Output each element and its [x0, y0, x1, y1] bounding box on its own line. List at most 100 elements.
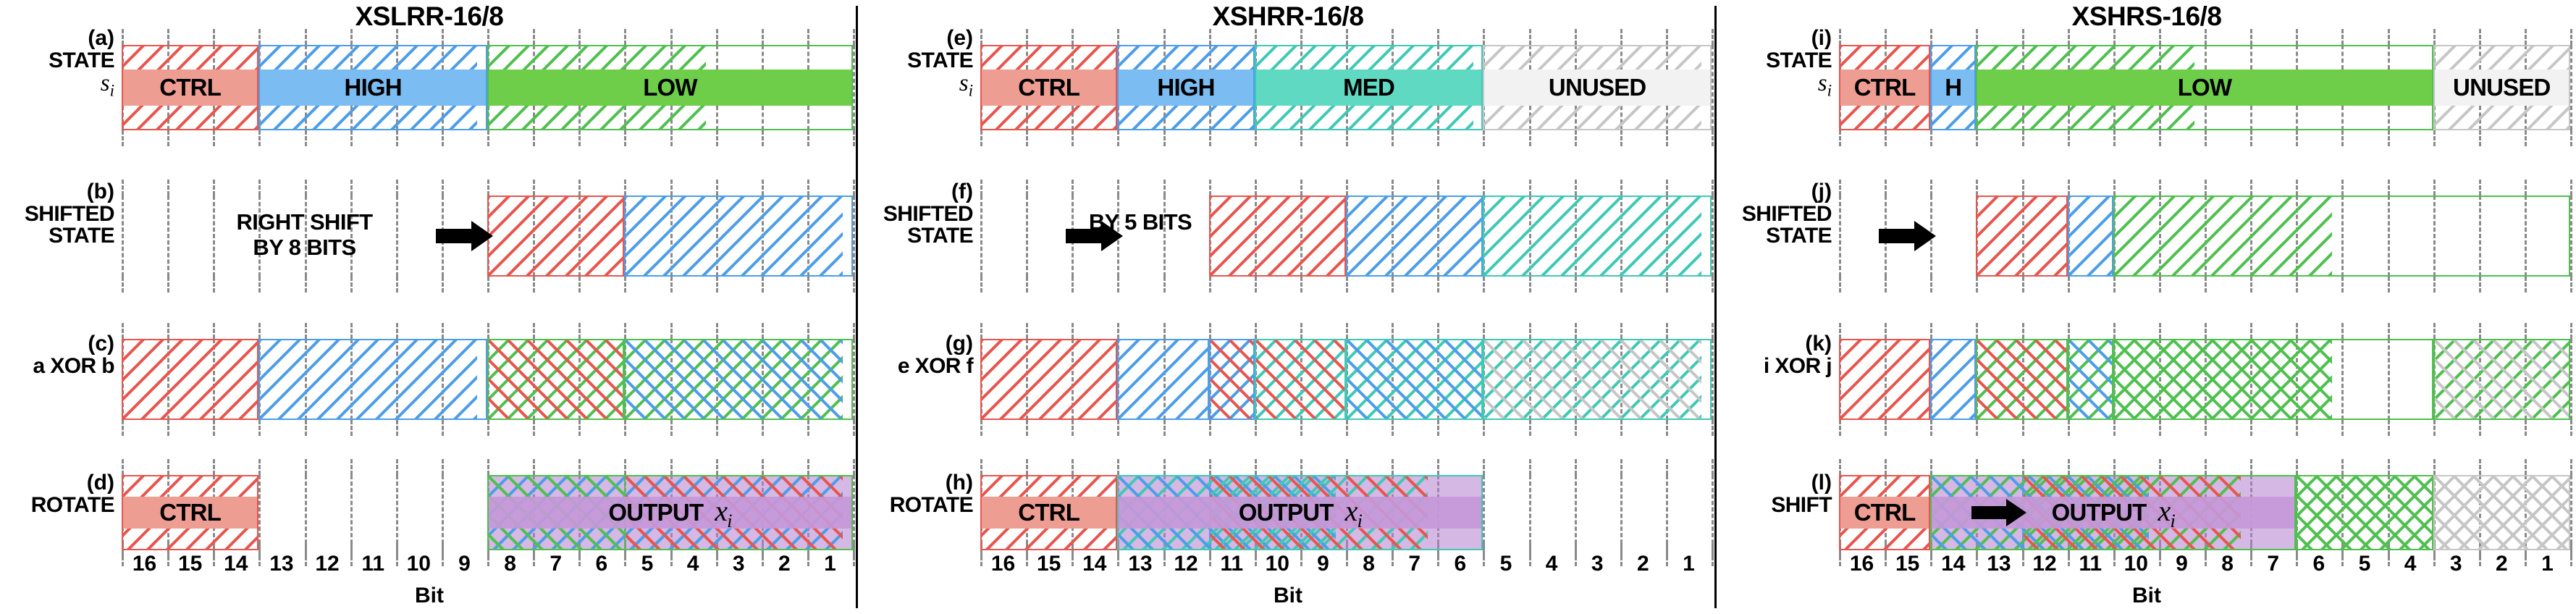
bit-gridline — [441, 29, 444, 45]
axis-tick — [807, 542, 809, 560]
bit-gridline — [122, 195, 124, 277]
bit-gridline — [167, 420, 170, 436]
bit-gridline — [2570, 339, 2572, 420]
bit-gridline — [1528, 459, 1531, 475]
bit-gridline — [1026, 420, 1029, 436]
bit-gridline — [2341, 195, 2344, 277]
bit-number: 16 — [132, 552, 157, 576]
segment-label-wrap: CTRL — [122, 475, 258, 550]
bit-gridline — [1163, 195, 1166, 277]
segment-label: UNUSED — [1548, 74, 1646, 101]
axis-tick — [122, 542, 124, 560]
segment-label-wrap: UNUSED — [2433, 45, 2570, 130]
bit-gridline — [1117, 323, 1120, 339]
bit-number: 10 — [2123, 552, 2148, 576]
bit-gridline — [853, 475, 855, 550]
bit-gridline — [2021, 420, 2024, 436]
bit-gridline — [1117, 420, 1120, 436]
bit-segment — [1930, 45, 1977, 130]
bit-segment — [2433, 339, 2570, 420]
bit-gridline — [2341, 420, 2344, 436]
segment-core — [123, 497, 258, 529]
shift-arrow-icon — [1879, 221, 1937, 251]
bit-segment — [1483, 339, 1712, 420]
bit-gridline — [1346, 130, 1348, 146]
axis-tick — [1930, 542, 1933, 560]
bit-gridline — [2113, 29, 2116, 45]
bit-gridline — [1620, 130, 1622, 146]
bit-gridline — [2158, 277, 2161, 293]
bit-gridline — [761, 29, 764, 45]
bit-segment — [487, 195, 625, 277]
bit-gridline — [1665, 323, 1668, 339]
axis-tick — [853, 542, 855, 560]
bit-gridline — [1528, 420, 1531, 436]
bit-gridline — [2113, 459, 2116, 475]
bit-gridline — [2021, 323, 2024, 339]
bit-gridline — [1930, 130, 1933, 146]
axis-tick — [533, 542, 536, 560]
bit-gridline — [122, 459, 124, 475]
bit-gridline — [1885, 130, 1887, 146]
row-tag: (i) — [1811, 26, 1832, 50]
bit-gridline — [395, 277, 398, 293]
bit-number: 2 — [778, 552, 791, 576]
bit-gridline — [2205, 29, 2207, 45]
row-name-line: STATE — [49, 224, 114, 248]
bit-gridline — [2433, 420, 2436, 436]
axis-tick — [1885, 542, 1887, 560]
bit-gridline — [1665, 420, 1668, 436]
segment-core — [489, 69, 851, 106]
bit-gridline — [2067, 323, 2070, 339]
bit-gridline — [1437, 29, 1440, 45]
row-tag: (l) — [1811, 471, 1832, 495]
bit-gridline — [2433, 195, 2436, 277]
bit-gridline — [578, 323, 581, 339]
bit-gridline — [1392, 130, 1394, 146]
bit-gridline — [258, 130, 261, 146]
segment-core — [123, 69, 258, 106]
bit-gridline — [1346, 29, 1348, 45]
shift-arrow-icon — [1971, 499, 2026, 526]
bit-gridline — [1574, 29, 1577, 45]
bit-segment — [2113, 339, 2433, 420]
bit-number: 14 — [1082, 552, 1107, 576]
bit-gridline — [715, 180, 718, 195]
bit-gridline — [807, 29, 809, 45]
bit-gridline — [1300, 323, 1302, 339]
bit-gridline — [715, 323, 718, 339]
bit-gridline — [2341, 339, 2344, 420]
bit-gridline — [213, 323, 216, 339]
bit-gridline — [2524, 459, 2527, 475]
bit-gridline — [1839, 277, 1841, 293]
bit-gridline — [2021, 130, 2024, 146]
axis-tick — [2524, 542, 2527, 560]
bit-gridline — [2524, 195, 2527, 277]
segment-label-wrap: CTRL — [980, 475, 1117, 550]
bit-gridline — [980, 130, 982, 146]
bit-gridline — [2433, 323, 2436, 339]
bit-gridline — [2478, 180, 2481, 195]
bit-number: 14 — [224, 552, 248, 576]
bit-gridline — [1437, 180, 1440, 195]
bit-gridline — [1163, 29, 1166, 45]
bit-gridline — [1839, 180, 1841, 195]
bit-gridline — [1620, 29, 1622, 45]
bit-gridline — [1620, 420, 1622, 436]
bit-gridline — [2570, 323, 2572, 339]
bit-gridline — [670, 420, 673, 436]
bit-gridline — [2296, 420, 2299, 436]
bit-gridline — [533, 420, 536, 436]
bit-gridline — [487, 180, 489, 195]
bit-number: 6 — [2312, 552, 2325, 576]
bit-gridline — [624, 459, 627, 475]
bit-gridline — [258, 195, 261, 277]
bit-gridline — [122, 29, 124, 45]
bit-gridline — [578, 180, 581, 195]
bit-gridline — [2570, 195, 2572, 277]
bit-gridline — [2433, 29, 2436, 45]
segment-core — [1484, 69, 1710, 106]
bit-gridline — [441, 130, 444, 146]
bit-gridline — [1437, 130, 1440, 146]
axis-tick — [441, 542, 444, 560]
